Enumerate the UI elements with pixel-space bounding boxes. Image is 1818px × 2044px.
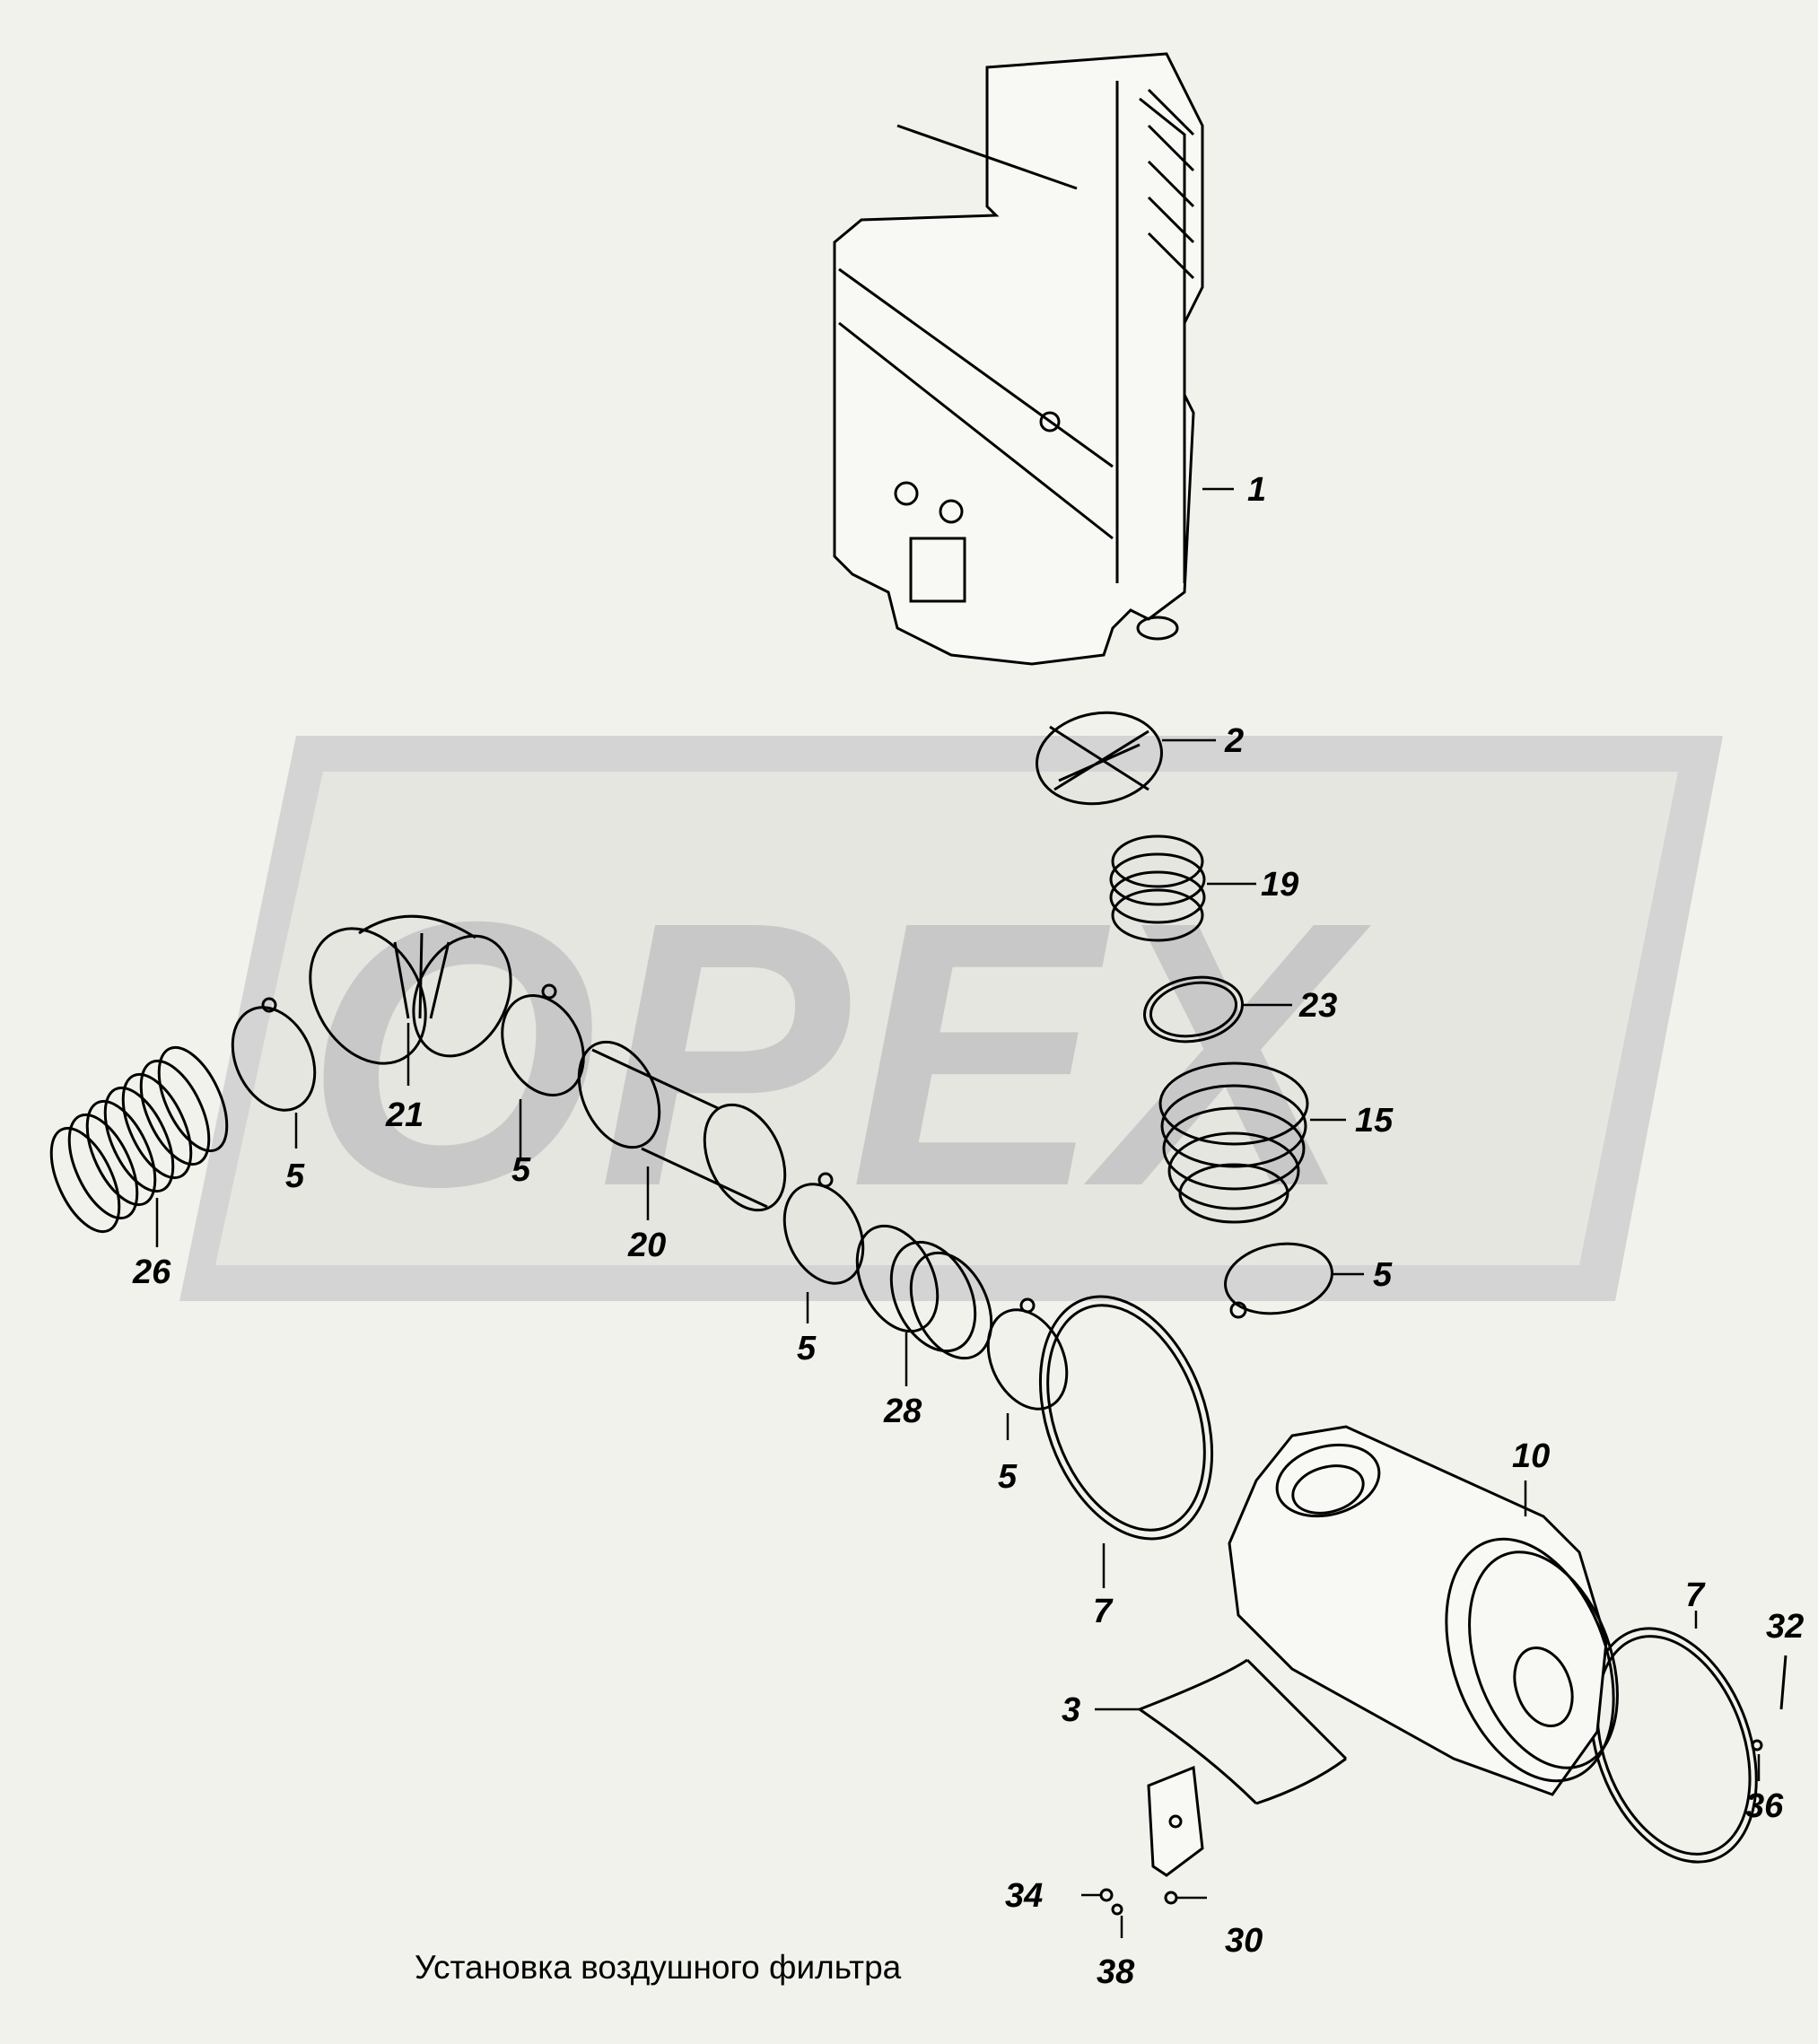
diagram-caption: Установка воздушного фильтра <box>415 1949 902 1986</box>
callout-7-right: 7 <box>1685 1577 1706 1614</box>
callout-23: 23 <box>1298 987 1337 1025</box>
watermark-text: OPEX <box>305 844 1372 1265</box>
callout-26: 26 <box>132 1253 171 1291</box>
clamp-part-5-bottom <box>986 1297 1069 1411</box>
filter-housing-part-10 <box>1228 1425 1619 1796</box>
gasket-part-2 <box>1036 711 1163 806</box>
bracket <box>1147 1765 1204 1877</box>
callout-19: 19 <box>1261 866 1298 904</box>
strap-part-3 <box>1139 1658 1348 1805</box>
callout-20: 20 <box>627 1227 666 1264</box>
clamp-part-5-left <box>231 997 317 1112</box>
callout-5-mid: 5 <box>511 1151 531 1189</box>
callout-1: 1 <box>1247 471 1266 509</box>
flex-hose-part-26 <box>49 1045 229 1234</box>
band-part-7-left <box>1038 1295 1214 1541</box>
clamp-part-5-right <box>1224 1242 1333 1319</box>
callout-30: 30 <box>1225 1922 1263 1960</box>
ring-part-23 <box>1142 975 1245 1044</box>
callout-34: 34 <box>1005 1877 1043 1915</box>
pipe-part-20 <box>577 1040 787 1212</box>
callout-15: 15 <box>1355 1102 1394 1140</box>
callout-32: 32 <box>1766 1608 1804 1646</box>
callout-3: 3 <box>1062 1691 1080 1729</box>
bellows-part-15 <box>1158 1061 1309 1224</box>
callout-5-right: 5 <box>1373 1256 1393 1294</box>
callout-2: 2 <box>1224 722 1244 760</box>
callout-38: 38 <box>1097 1953 1135 1991</box>
band-part-7-right <box>1589 1627 1758 1864</box>
callout-labels: 1 2 19 23 15 5 5 5 21 26 20 5 28 5 7 10 … <box>132 471 1804 1991</box>
leader-lines <box>155 487 1761 1938</box>
clamp-part-5-lower <box>782 1172 865 1285</box>
elbow-part-21 <box>309 914 512 1065</box>
fasteners <box>1099 1655 1787 1916</box>
callout-5-left: 5 <box>285 1157 305 1195</box>
callout-5-lower: 5 <box>797 1330 817 1367</box>
callout-10: 10 <box>1512 1437 1550 1475</box>
clamp-part-5-mid <box>501 983 585 1096</box>
air-intake-part-1 <box>833 52 1204 666</box>
hose-part-19 <box>1109 834 1206 942</box>
watermark: OPEX <box>179 736 1723 1301</box>
callout-7-left: 7 <box>1093 1593 1114 1630</box>
callout-5-bottom: 5 <box>998 1458 1018 1496</box>
callout-21: 21 <box>385 1096 424 1134</box>
callout-36: 36 <box>1745 1787 1784 1825</box>
sleeve-part-28 <box>855 1224 993 1360</box>
callout-28: 28 <box>883 1393 922 1430</box>
